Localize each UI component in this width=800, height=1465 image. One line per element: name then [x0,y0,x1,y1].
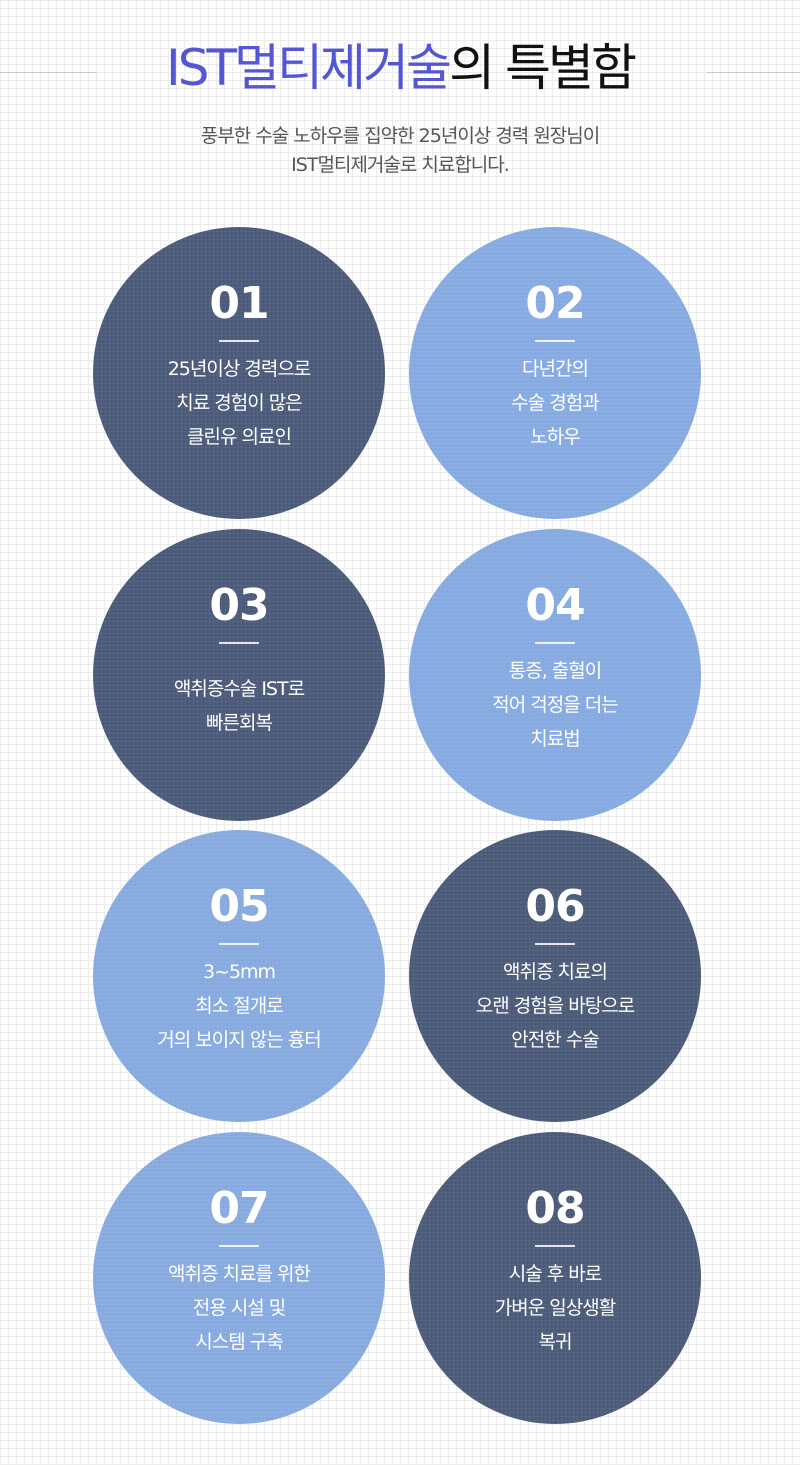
feature-description: 3~5mm 최소 절개로 거의 보이지 않는 흉터 [93,955,385,1057]
feature-line: 노하우 [530,426,580,448]
feature-divider [219,642,259,644]
feature-divider [219,1245,259,1247]
feature-line: 다년간의 [522,358,589,380]
feature-number: 04 [525,580,585,631]
feature-line: 거의 보이지 않는 흉터 [157,1029,321,1051]
feature-divider [219,340,259,342]
feature-circle-06: 06 액취증 치료의 오랜 경험을 바탕으로 안전한 수술 [409,830,701,1122]
feature-divider [535,1245,575,1247]
feature-line: 시술 후 바로 [508,1263,602,1285]
feature-divider [535,340,575,342]
feature-number: 03 [209,580,269,631]
title-rest: 의 특별함 [449,39,637,97]
feature-circle-08: 08 시술 후 바로 가벼운 일상생활 복귀 [409,1132,701,1424]
feature-number: 01 [209,278,269,329]
feature-line: 가벼운 일상생활 [494,1297,616,1319]
feature-line: 액취증 치료의 [503,961,608,983]
subtitle-line: 풍부한 수술 노하우를 집약한 25년이상 경력 원장님이 [200,125,601,147]
feature-number: 08 [525,1183,585,1234]
feature-divider [535,943,575,945]
feature-line: 액취증수술 IST로 [173,678,305,700]
page-subtitle: 풍부한 수술 노하우를 집약한 25년이상 경력 원장님이 IST멀티제거술로 … [0,122,800,180]
feature-line: 클린유 의료인 [187,426,292,448]
feature-circle-07: 07 액취증 치료를 위한 전용 시설 및 시스템 구축 [93,1132,385,1424]
feature-line: 통증, 출혈이 [508,660,602,682]
feature-circle-01: 01 25년이상 경력으로 치료 경험이 많은 클린유 의료인 [93,227,385,519]
feature-description: 액취증수술 IST로 빠른회복 [93,672,385,740]
feature-number: 05 [209,881,269,932]
feature-line: 전용 시설 및 [192,1297,286,1319]
feature-line: 수술 경험과 [511,392,599,414]
feature-line: 치료 경험이 많은 [176,392,302,414]
title-accent: IST멀티제거술 [166,39,452,97]
feature-line: 안전한 수술 [511,1029,599,1051]
feature-description: 통증, 출혈이 적어 걱정을 더는 치료법 [409,654,701,756]
feature-description: 25년이상 경력으로 치료 경험이 많은 클린유 의료인 [93,352,385,454]
feature-circle-03: 03 액취증수술 IST로 빠른회복 [93,529,385,821]
feature-line: 액취증 치료를 위한 [168,1263,311,1285]
feature-description: 시술 후 바로 가벼운 일상생활 복귀 [409,1257,701,1359]
feature-circle-02: 02 다년간의 수술 경험과 노하우 [409,227,701,519]
header-divider-left [0,72,97,73]
feature-divider [535,642,575,644]
page-title: IST멀티제거술의 특별함 [0,28,800,108]
feature-line: 시스템 구축 [195,1331,283,1353]
feature-description: 다년간의 수술 경험과 노하우 [409,352,701,454]
feature-line: 오랜 경험을 바탕으로 [475,995,635,1017]
feature-line: 최소 절개로 [195,995,283,1017]
feature-description: 액취증 치료를 위한 전용 시설 및 시스템 구축 [93,1257,385,1359]
feature-number: 07 [209,1183,269,1234]
feature-divider [219,943,259,945]
feature-line: 25년이상 경력으로 [167,358,312,380]
feature-description: 액취증 치료의 오랜 경험을 바탕으로 안전한 수술 [409,955,701,1057]
feature-number: 02 [525,278,585,329]
feature-circle-04: 04 통증, 출혈이 적어 걱정을 더는 치료법 [409,529,701,821]
feature-line: 복귀 [538,1331,573,1353]
header-divider-right [707,72,800,73]
subtitle-line: IST멀티제거술로 치료합니다. [291,154,510,176]
feature-line: 빠른회복 [206,712,273,734]
feature-line: 3~5mm [202,961,276,983]
feature-line: 치료법 [530,728,580,750]
feature-circle-05: 05 3~5mm 최소 절개로 거의 보이지 않는 흉터 [93,830,385,1122]
feature-number: 06 [525,881,585,932]
feature-line: 적어 걱정을 더는 [492,694,618,716]
